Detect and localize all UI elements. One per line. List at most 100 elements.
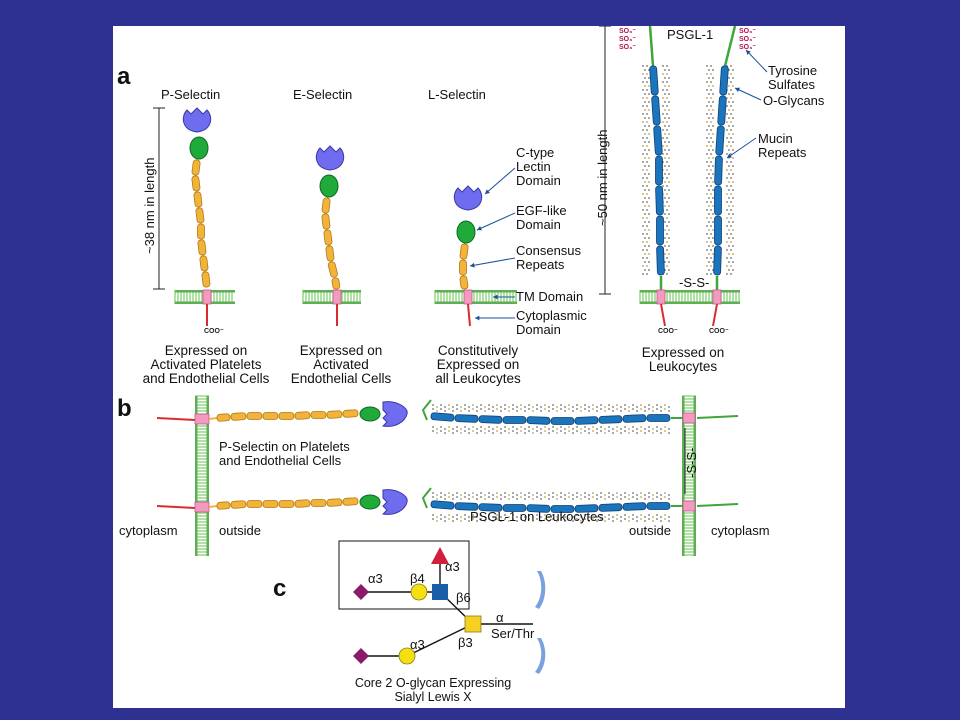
e-selectin-egf-domain [319,174,339,198]
arrow-egf [476,212,516,231]
sulfate-label-3: SO₃⁻ [619,44,637,51]
panel-b-psgl-tm-0 [682,412,696,424]
arrow-cytoplasmic-head [475,315,480,321]
psgl-left-mucin-3 [655,155,663,186]
panel-b-psgl-mucin-0-3 [502,416,527,424]
psgl-left-mucin-5 [656,215,664,246]
psgl-left-o-glycans [642,65,670,275]
panel-b-p-egf-0 [359,406,381,422]
panel-b-p-repeat-0-5 [294,411,311,420]
panel-b-psgl-mucin-0-0 [430,412,455,422]
p-selectin-tm-domain [202,289,212,305]
linkage-b3: β3 [458,635,473,650]
panel-b-psgl-mucin-0-5 [550,417,575,425]
panel-b-p-repeat-1-8 [342,497,359,506]
psgl-left-mucin-6 [656,245,665,276]
panel-a-letter: a [117,63,131,90]
panel-b-psgl-mucin-0-2 [478,415,503,424]
panel-b-psgl-tail-0 [696,415,739,419]
panel-b-psgl-mucin-1-7 [598,503,623,512]
panel-b-psgl-mucin-1-3 [502,504,527,512]
panel-b-p-lectin-1 [381,489,408,515]
p-selectin-repeat-3 [195,207,205,224]
panel-b-psgl-mucin-1-9 [646,502,671,510]
psgl-left-cytoplasmic [660,303,666,327]
length-38-label: ~38 nm in length [142,157,157,254]
sulfate-label-1: SO₃⁻ [619,28,637,35]
l-selectin-tm-domain [463,289,473,305]
sialic-acid-bottom [353,648,369,664]
panel-b-o-glycans-0 [432,404,670,434]
psgl-right-tm [712,289,722,305]
ser-thr-label: Ser/Thr [491,626,535,641]
fucose-triangle [431,547,449,564]
psgl-left-tm [656,289,666,305]
cytoplasm-left-label: cytoplasm [119,523,178,538]
p-selectin-repeat-0 [191,159,201,176]
panel-b-psgl-mucin-1-1 [454,502,479,511]
panel-b-p-repeat-1-6 [310,499,327,507]
panel-b-psgl-mucin-1-5 [550,505,575,513]
psgl-right-cytoplasmic [712,303,718,327]
panel-b-p-repeat-1-1 [230,500,247,509]
psgl-leukocytes-label: PSGL-1 on Leukocytes [470,509,604,524]
psgl-left-mucin-1 [651,95,661,126]
panel-b-p-repeat-0-8 [342,409,359,418]
panel-b-psgl-head-1 [421,487,432,509]
psgl-right-mucin-2 [715,125,725,156]
arrow-mucin-head [727,153,732,158]
figure-panel: a b c P-Selectin E-Selectin L-Selectin ~… [113,26,845,708]
panel-b-p-neck-1 [208,505,218,508]
panel-b-p-tm-1 [194,501,210,513]
arrow-o-glycans [734,87,762,101]
psgl-right-o-glycans [706,65,734,275]
galactose-top [410,583,428,601]
p-selectin-repeat-1 [191,175,201,192]
e-selectin-repeat-5 [331,277,341,290]
e-selectin-title: E-Selectin [293,87,353,102]
panel-b-psgl-tm-1 [682,500,696,512]
outside-left-label: outside [219,523,261,538]
psgl-left-stalk [648,26,655,67]
panel-b-p-repeat-1-3 [262,500,279,508]
psgl-left-mucin-0 [649,65,659,96]
panel-b-psgl-mucin-0-9 [646,414,671,422]
psgl-left-mucin-2 [653,125,663,156]
sialyl-lewis-x-box [338,540,470,610]
panel-b-p-repeat-1-0 [216,501,231,510]
psgl-right-mucin-0 [719,65,729,96]
galactose-bottom [398,647,416,665]
sulfate-label-2: SO₃⁻ [619,36,637,43]
glcnac-square [432,584,448,600]
linkage-a3-fuc: α3 [445,559,460,574]
e-selectin-lectin-domain [315,145,345,171]
coo-label-psgl-left: COO⁻ [658,328,678,335]
panel-b-p-repeat-0-7 [326,410,343,419]
l-selectin-repeat-2 [459,275,469,290]
linkage-a3-sia-top: α3 [368,571,383,586]
e-selectin-repeat-2 [323,229,333,246]
arrow-mucin [726,137,757,159]
protein-backbone-bottom [535,638,546,674]
protein-backbone-top [535,571,546,609]
selectin-diagram [153,26,768,674]
l-selectin-title: L-Selectin [428,87,486,102]
arrow-lectin-head [485,189,490,194]
p-selectin-repeat-6 [199,255,209,272]
panel-b-p-repeat-1-4 [278,500,295,508]
psgl-right-mucin-4 [714,185,722,216]
p-selectin-egf-domain [189,136,209,160]
l-selectin-repeat-0 [459,243,469,260]
panel-b-o-glycans-1 [432,492,670,522]
e-selectin-repeat-0 [321,197,331,214]
panel-b-psgl-mucin-1-8 [622,502,647,511]
panel-b-p-cytoplasmic-0 [156,417,196,421]
sulfate-label-4: SO₃⁻ [739,28,757,35]
